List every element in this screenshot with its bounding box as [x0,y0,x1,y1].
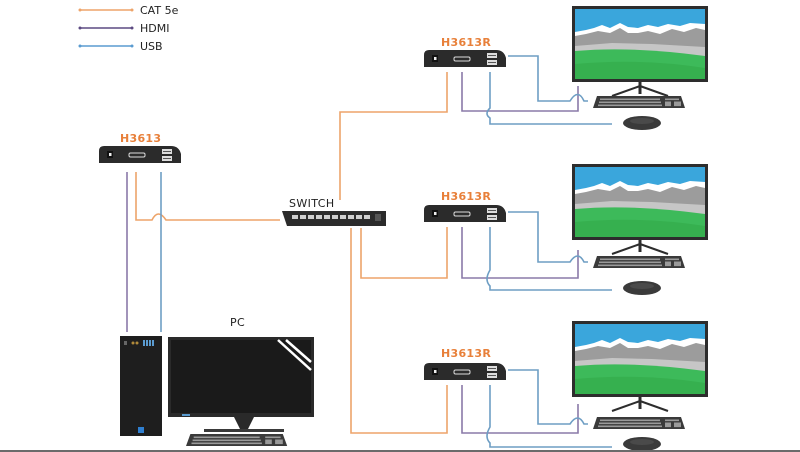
transmitter-h3613: H3613 [98,132,182,164]
cable-cat5e-switch-to-rx2 [360,227,448,279]
mouse-1 [623,116,661,130]
cables-receiver-1 [461,55,612,125]
pc-label: PC [230,316,245,329]
network-switch: SWITCH [282,197,386,226]
legend-label-hdmi: HDMI [140,22,169,35]
monitor-2 [570,162,710,256]
keyboard-3 [593,417,685,429]
legend-item-usb: USB [78,40,163,53]
keyboard-1 [593,96,685,108]
pc-keyboard [186,434,288,446]
cables-receiver-3 [461,369,612,448]
receiver-2-label: H3613R [441,190,491,203]
receiver-3-label: H3613R [441,347,491,360]
bottom-border [0,450,800,452]
workstation-1 [570,4,710,130]
legend-item-hdmi: HDMI [78,22,169,35]
cables-transmitter [126,172,280,332]
switch-label: SWITCH [289,197,335,210]
mouse-2 [623,281,661,295]
workstation-3 [570,319,710,451]
transmitter-box [98,145,182,164]
pc: PC [120,316,314,446]
mouse-3 [623,437,661,451]
legend: CAT 5e HDMI USB [78,4,179,53]
pc-tower [120,336,162,436]
monitor-3 [570,319,710,413]
monitor-1 [570,4,710,98]
transmitter-label: H3613 [120,132,161,145]
cable-cat5e-switch-to-rx1 [339,72,448,200]
cable-cat5e-switch-to-rx3 [350,228,448,434]
receiver-h3613r-2: H3613R [423,190,507,223]
cables-switch [339,72,448,434]
keyboard-2 [593,256,685,268]
receiver-1-label: H3613R [441,36,491,49]
cables-receiver-2 [461,211,612,291]
workstation-2 [570,162,710,295]
legend-label-usb: USB [140,40,163,53]
legend-item-cat5e: CAT 5e [78,4,179,17]
cable-cat5e-tx-to-switch [135,172,280,221]
receiver-h3613r-3: H3613R [423,347,507,381]
legend-label-cat5e: CAT 5e [140,4,179,17]
receiver-h3613r-1: H3613R [423,36,507,68]
pc-monitor [168,337,314,432]
